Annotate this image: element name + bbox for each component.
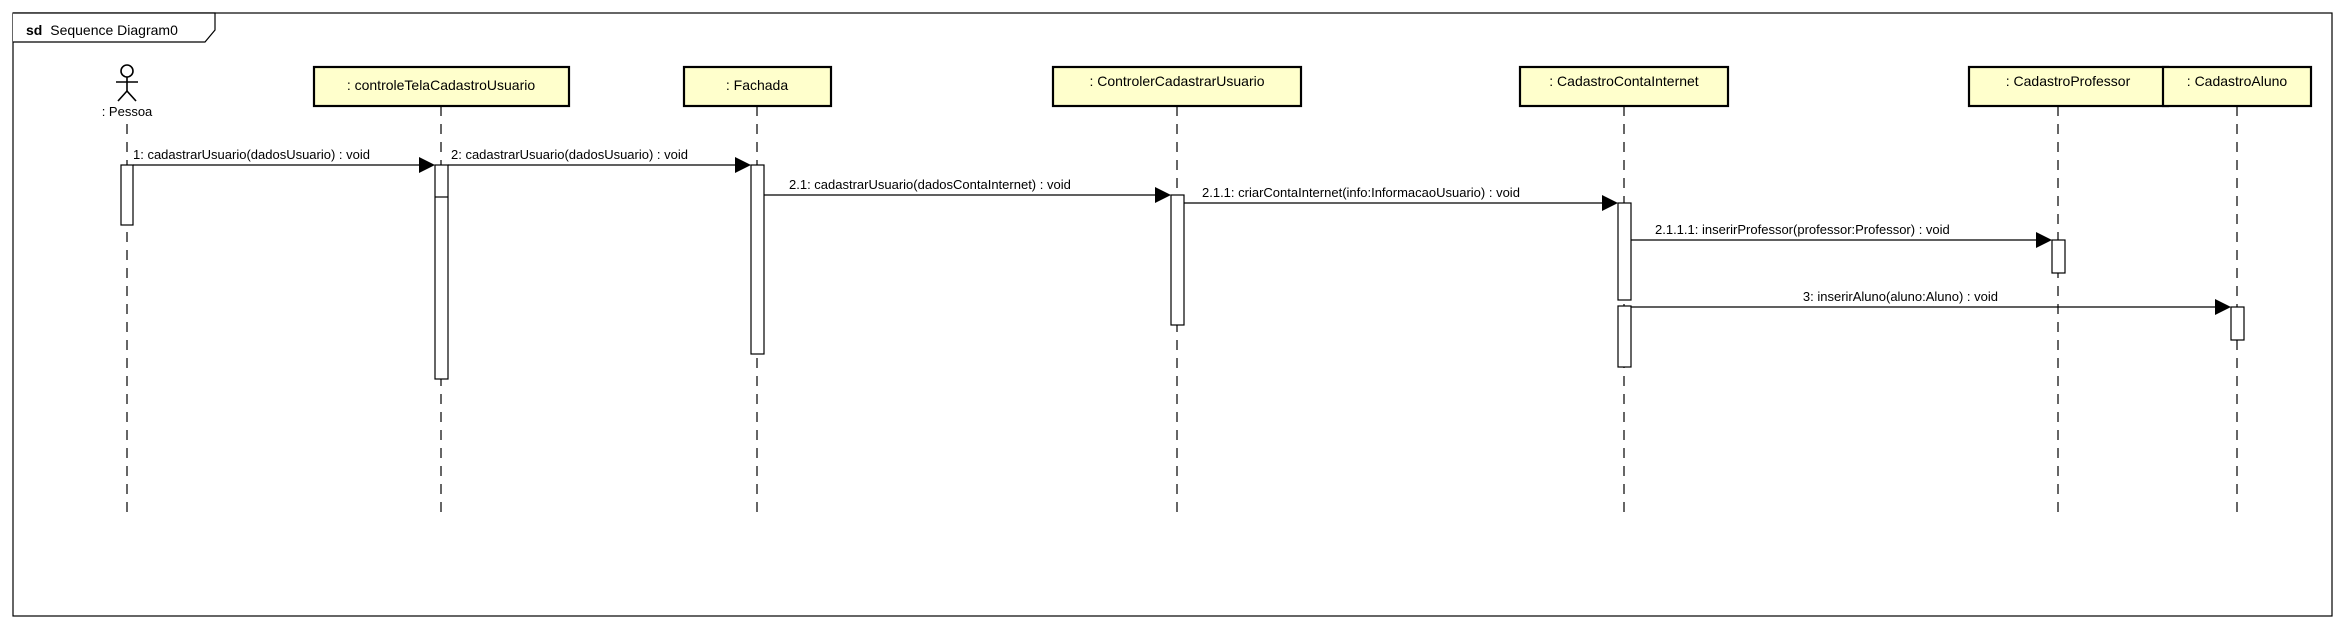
message-3[interactable]: 3: inserirAluno(aluno:Aluno) : void: [1631, 289, 2231, 315]
lifeline-head-fachada[interactable]: : Fachada: [682, 65, 833, 108]
lifeline-label-aluno: : CadastroAluno: [2187, 73, 2288, 89]
lifeline-head-conta[interactable]: : CadastroContaInternet: [1518, 65, 1730, 108]
message-1[interactable]: 1: cadastrarUsuario(dadosUsuario) : void: [133, 147, 435, 173]
lifeline-head-controler[interactable]: : ControlerCadastrarUsuario: [1051, 65, 1303, 108]
arrowhead-icon: [1602, 195, 1618, 211]
lifeline-label-conta: : CadastroContaInternet: [1549, 73, 1699, 89]
message-label-3: 3: inserirAluno(aluno:Aluno) : void: [1803, 289, 1998, 304]
actor-label: : Pessoa: [102, 104, 153, 119]
arrowhead-icon: [1155, 187, 1171, 203]
lifeline-label-fachada: : Fachada: [726, 77, 788, 93]
activation-pessoa: [120, 164, 134, 226]
message-2-1-1[interactable]: 2.1.1: criarContaInternet(info:Informaca…: [1184, 185, 1618, 211]
message-label-2-1: 2.1: cadastrarUsuario(dadosContaInternet…: [789, 177, 1071, 192]
lifeline-label-professor: : CadastroProfessor: [2006, 73, 2131, 89]
activation-conta-2: [1617, 305, 1632, 368]
frame-name: Sequence Diagram0: [50, 22, 178, 38]
arrowhead-icon: [2215, 299, 2231, 315]
message-label-2-1-1: 2.1.1: criarContaInternet(info:Informaca…: [1202, 185, 1520, 200]
activation-aluno: [2230, 306, 2245, 341]
message-label-1: 1: cadastrarUsuario(dadosUsuario) : void: [133, 147, 370, 162]
activation-conta-1: [1617, 202, 1632, 301]
stick-figure-icon: [116, 64, 138, 102]
activation-professor: [2051, 239, 2066, 274]
frame-title: sd Sequence Diagram0: [26, 22, 178, 38]
activation-tela: [434, 164, 449, 380]
arrowhead-icon: [735, 157, 751, 173]
activation-controler: [1170, 194, 1185, 326]
arrowhead-icon: [419, 157, 435, 173]
frame-tab: [13, 12, 216, 43]
frame-keyword: sd: [26, 22, 42, 38]
lifeline-head-tela[interactable]: : controleTelaCadastroUsuario: [312, 65, 571, 108]
lifeline-head-aluno[interactable]: : CadastroAluno: [2161, 65, 2313, 108]
lifeline-label-controler: : ControlerCadastrarUsuario: [1089, 73, 1264, 89]
lifeline-head-professor[interactable]: : CadastroProfessor: [1967, 65, 2170, 108]
message-label-2-1-1-1: 2.1.1.1: inserirProfessor(professor:Prof…: [1655, 222, 1950, 237]
lifeline-label-tela: : controleTelaCadastroUsuario: [347, 77, 536, 93]
message-2-1[interactable]: 2.1: cadastrarUsuario(dadosContaInternet…: [764, 177, 1171, 203]
message-2-1-1-1[interactable]: 2.1.1.1: inserirProfessor(professor:Prof…: [1631, 222, 2052, 248]
arrowhead-icon: [2036, 232, 2052, 248]
activation-fachada: [750, 164, 765, 355]
actor-pessoa[interactable]: : Pessoa: [102, 64, 153, 119]
message-2[interactable]: 2: cadastrarUsuario(dadosUsuario) : void: [448, 147, 751, 173]
message-label-2: 2: cadastrarUsuario(dadosUsuario) : void: [451, 147, 688, 162]
